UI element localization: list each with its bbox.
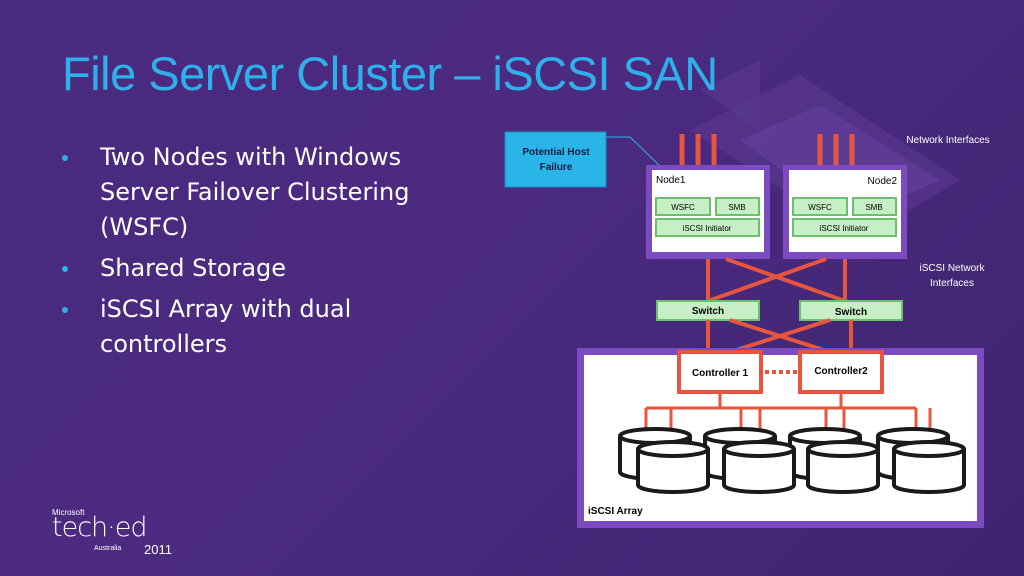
controller-1-label: Controller 1 [692, 368, 749, 379]
controller-2: Controller2 [798, 350, 884, 394]
network-interface-links [679, 134, 855, 166]
bullet-icon [62, 307, 68, 313]
bullet-item: iSCSI Array with dual controllers [62, 292, 482, 362]
logo-region: Australia [94, 545, 122, 552]
switch-1-label: Switch [692, 306, 724, 317]
node-2-wsfc: WSFC [808, 203, 832, 212]
bullet-list: Two Nodes with Windows Server Failover C… [62, 140, 482, 368]
potential-failure-callout [504, 131, 607, 188]
logo-name: tech·ed [52, 512, 147, 543]
node-2: Node2 WSFC SMB iSCSI Initiator [783, 165, 907, 259]
switch-2: Switch [799, 300, 903, 321]
callout-line-2: Failure [540, 162, 573, 173]
node-1-initiator: iSCSI Initiator [683, 224, 732, 233]
iscsi-interfaces-label-1: iSCSI Network [919, 263, 985, 274]
network-interfaces-label: Network Interfaces [906, 135, 989, 146]
bullet-item: Shared Storage [62, 251, 482, 286]
disk-front-1 [636, 440, 710, 494]
callout-pointer [605, 136, 663, 169]
switch-1: Switch [656, 300, 760, 321]
logo-year: 2011 [144, 542, 172, 557]
node-2-smb: SMB [865, 203, 882, 212]
iscsi-array-label: iSCSI Array [588, 506, 643, 517]
bullet-item: Two Nodes with Windows Server Failover C… [62, 140, 482, 245]
controller-2-label: Controller2 [814, 366, 868, 377]
disk-front-3 [806, 440, 880, 494]
logo-brand: Microsoft [52, 508, 85, 517]
bullet-icon [62, 155, 68, 161]
switch-2-label: Switch [835, 307, 867, 318]
node-1: Node1 WSFC SMB iSCSI Initiator [646, 165, 770, 259]
disk-front-4 [892, 440, 966, 494]
node-2-label: Node2 [868, 176, 898, 187]
iscsi-links [706, 257, 847, 303]
disk-bus [644, 392, 932, 444]
slide-title: File Server Cluster – iSCSI SAN [62, 47, 718, 100]
node-1-label: Node1 [656, 175, 686, 186]
node-2-initiator: iSCSI Initiator [820, 224, 869, 233]
controller-1: Controller 1 [677, 350, 763, 394]
switch-controller-links [706, 318, 853, 354]
bullet-icon [62, 266, 68, 272]
disk-front-2 [722, 440, 796, 494]
callout-line-1: Potential Host [522, 147, 590, 158]
node-1-wsfc: WSFC [671, 203, 695, 212]
node-1-smb: SMB [728, 203, 745, 212]
iscsi-interfaces-label-2: Interfaces [930, 278, 974, 289]
